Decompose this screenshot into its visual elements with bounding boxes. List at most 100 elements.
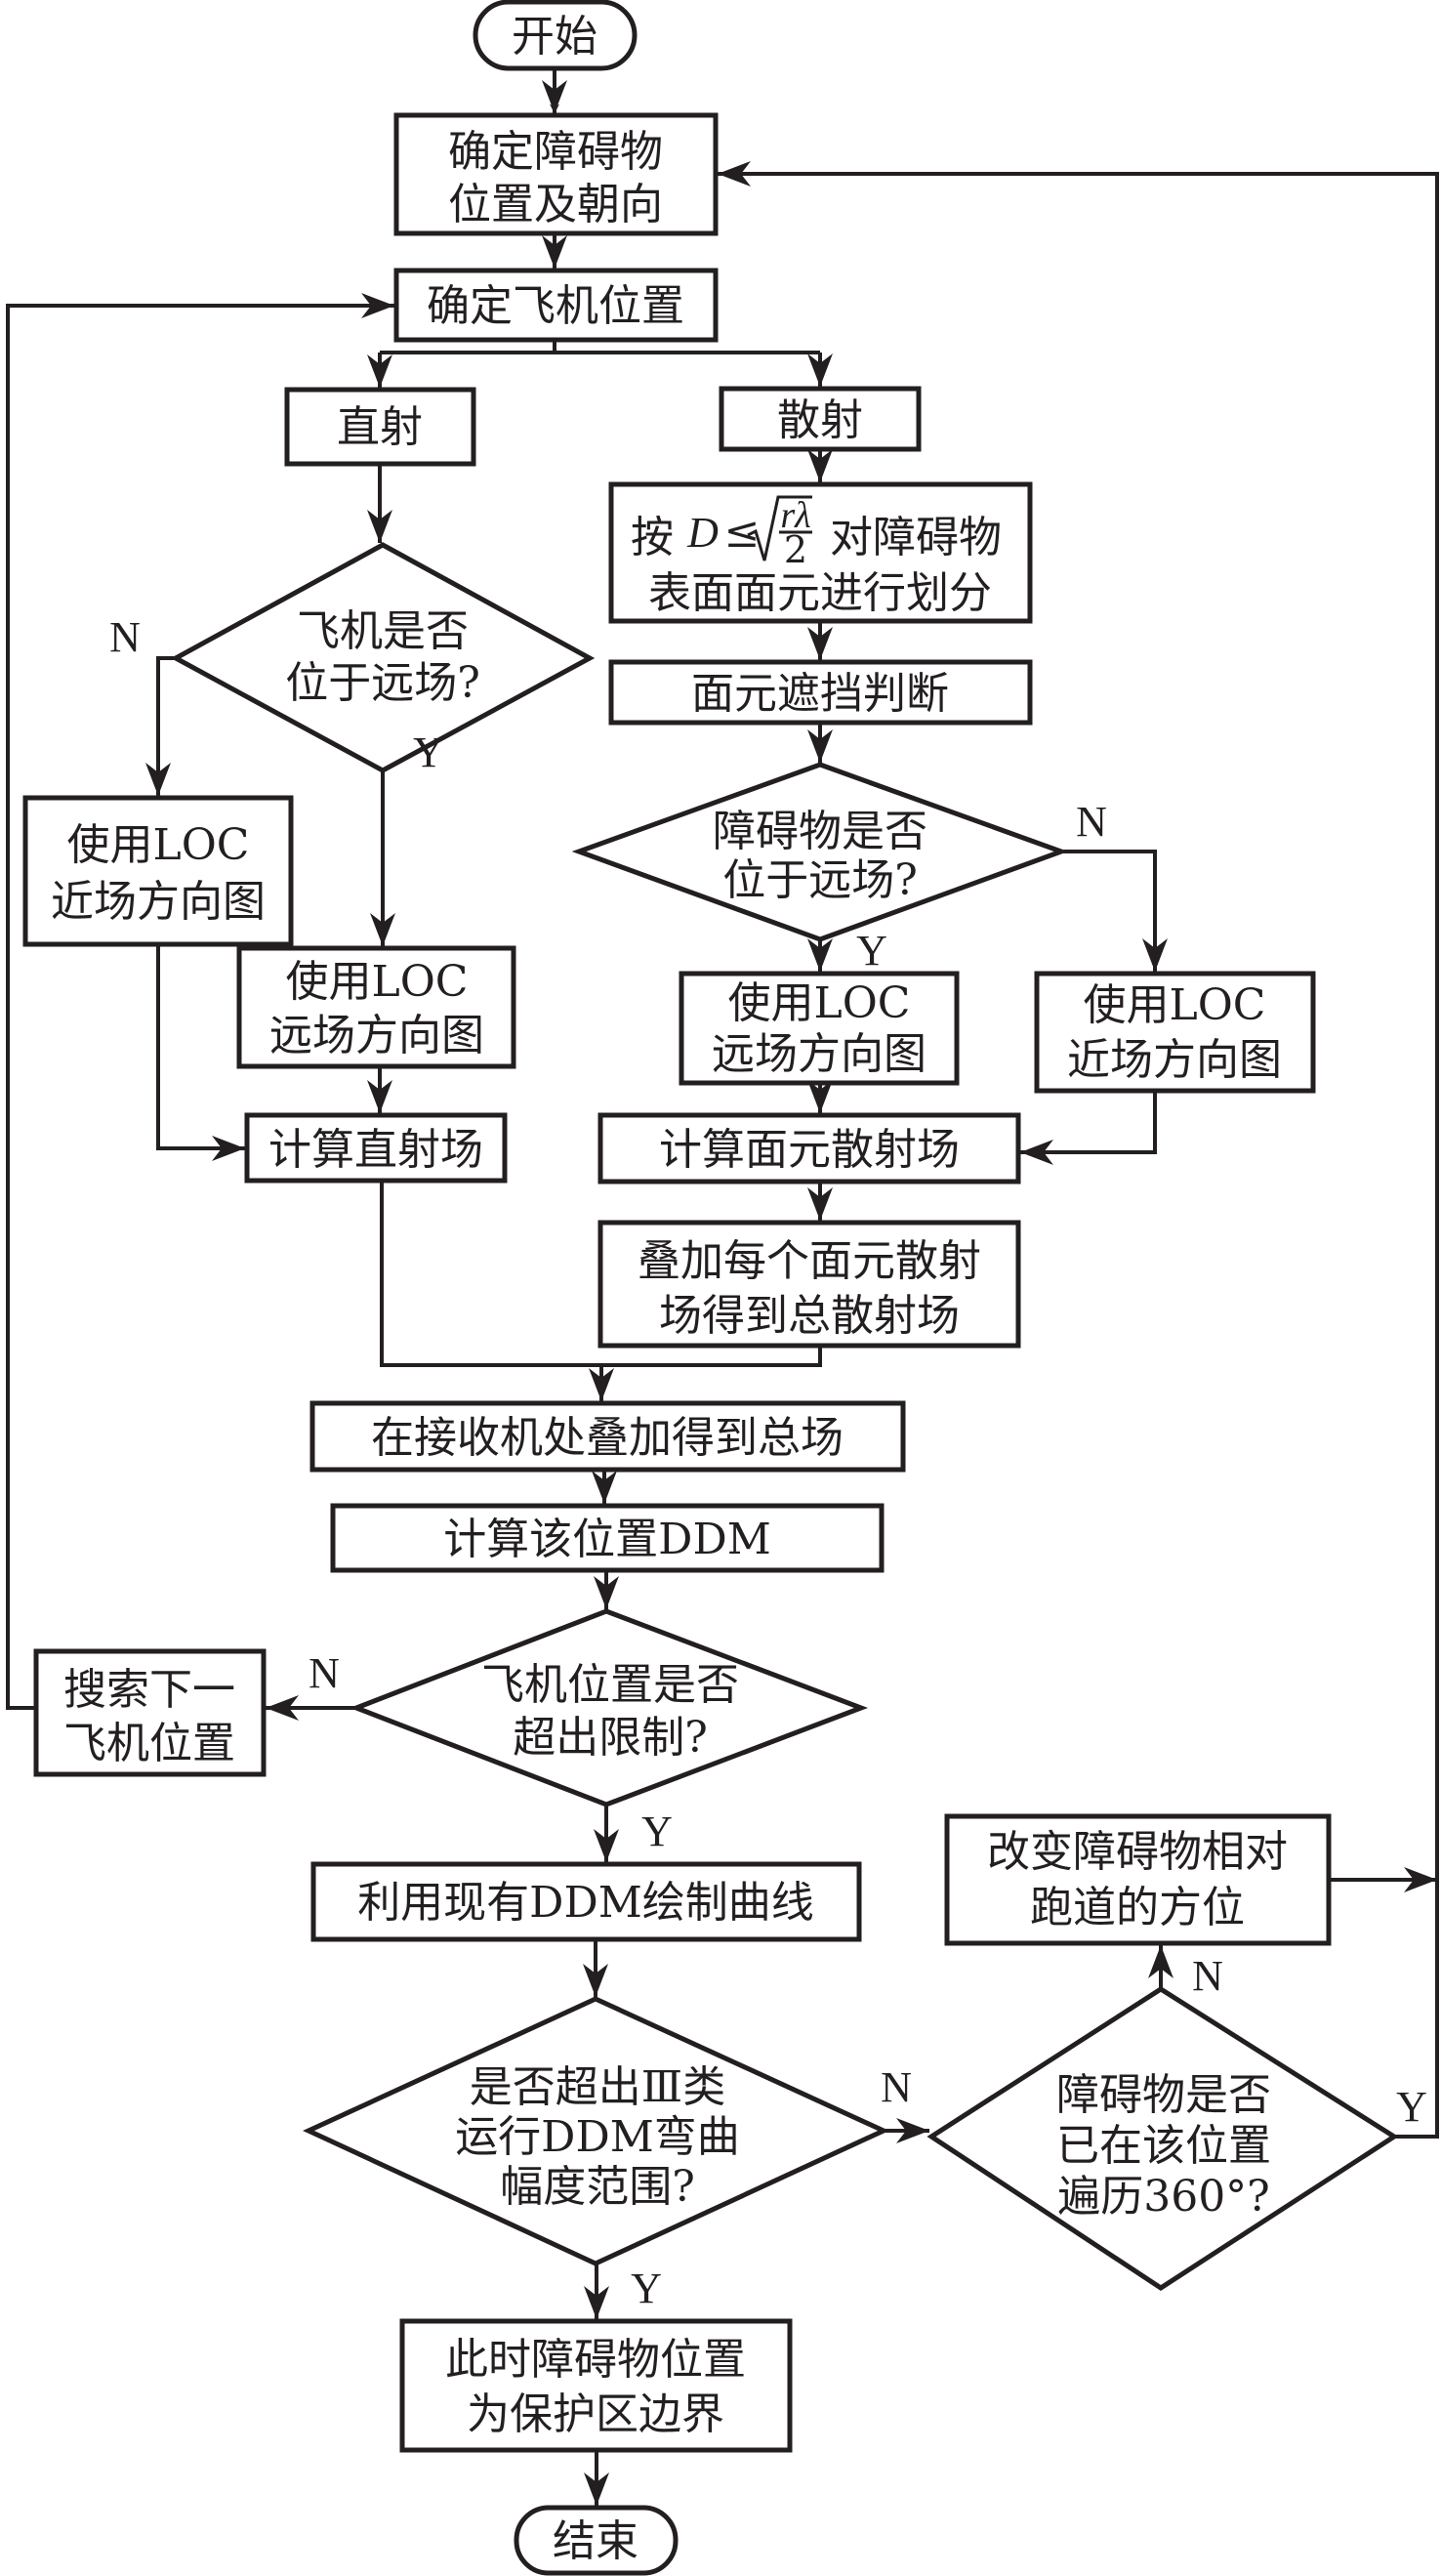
node-traversed-360[interactable]: 障碍物是否 已在该位置 遍历360°? xyxy=(926,1986,1399,2291)
process-box xyxy=(244,1112,508,1184)
process-box xyxy=(22,795,294,947)
arrowhead-icon xyxy=(584,2472,609,2506)
label-obstacle-far-yes: Y xyxy=(856,927,887,975)
label-aircraft-far-yes: Y xyxy=(413,728,444,776)
node-start[interactable]: 开始 xyxy=(473,0,638,71)
arrowhead-icon xyxy=(266,1695,299,1721)
arrowheads xyxy=(145,80,1437,2506)
edge-aircraft-far-no xyxy=(156,656,176,796)
label-obstacle-far-no: N xyxy=(1076,798,1107,846)
node-label-line: 叠加每个面元散射 xyxy=(638,1236,981,1286)
node-total-field[interactable]: 在接收机处叠加得到总场 xyxy=(309,1400,906,1473)
node-compute-ddm[interactable]: 计算该位置DDM xyxy=(330,1503,885,1573)
node-label-line: 确定障碍物 xyxy=(448,127,663,177)
arrowhead-icon xyxy=(367,1080,392,1113)
node-scatter-far-pattern[interactable]: 使用LOC 远场方向图 xyxy=(679,971,960,1086)
node-scatter[interactable]: 散射 xyxy=(719,386,922,452)
formula-suffix: 对障碍物 xyxy=(830,513,1002,562)
edge-split xyxy=(378,340,822,388)
formula-prefix: 按 xyxy=(631,513,674,562)
process-box xyxy=(310,1861,862,1942)
arrowhead-icon xyxy=(361,293,394,318)
node-label-line: 近场方向图 xyxy=(1067,1035,1282,1085)
arrowhead-icon xyxy=(1142,938,1168,972)
process-box xyxy=(393,112,719,236)
node-scatter-near-pattern[interactable]: 使用LOC 近场方向图 xyxy=(1034,971,1316,1094)
decision-diamond xyxy=(350,1608,869,1807)
node-exceed-cat3[interactable]: 是否超出Ⅲ类 运行DDM弯曲 幅度范围? xyxy=(303,1996,889,2266)
arrowhead-icon xyxy=(718,161,751,187)
arrowhead-icon xyxy=(370,913,395,946)
node-direct-far-pattern[interactable]: 使用LOC 远场方向图 xyxy=(236,945,516,1069)
node-label-line: 在接收机处叠加得到总场 xyxy=(371,1413,844,1463)
arrowhead-icon xyxy=(145,763,171,796)
node-compute-facet-scatter[interactable]: 计算面元散射场 xyxy=(597,1112,1021,1184)
formula-denominator: 2 xyxy=(784,528,807,571)
node-sum-scatter[interactable]: 叠加每个面元散射 场得到总散射场 xyxy=(597,1220,1021,1349)
node-aircraft-far-field[interactable]: 飞机是否 位于远场? xyxy=(170,542,596,773)
nodes: 开始 确定障碍物 位置及朝向 确定飞机位置 直射 散射 飞机是否 位于远场? xyxy=(22,0,1399,2576)
start-terminal xyxy=(473,0,638,71)
decision-diamond xyxy=(926,1986,1399,2291)
process-box xyxy=(309,1400,906,1473)
node-label-line: 使用LOC xyxy=(286,957,469,1007)
node-label-line: 使用LOC xyxy=(1084,980,1266,1030)
node-direct[interactable]: 直射 xyxy=(284,387,476,467)
node-label-line: 运行DDM弯曲 xyxy=(455,2112,740,2162)
branch-labels: N Y N Y N Y N Y N Y xyxy=(109,613,1427,2312)
node-label-line: 使用LOC xyxy=(728,978,911,1028)
node-determine-obstacle[interactable]: 确定障碍物 位置及朝向 xyxy=(393,112,719,236)
node-label-line: 是否超出Ⅲ类 xyxy=(470,2062,725,2112)
arrowhead-icon xyxy=(594,1576,619,1609)
node-label-line: 幅度范围? xyxy=(500,2162,695,2212)
node-determine-aircraft[interactable]: 确定飞机位置 xyxy=(393,268,719,343)
process-box xyxy=(597,1220,1021,1349)
process-box xyxy=(608,659,1033,726)
node-label-line: 近场方向图 xyxy=(51,877,266,927)
node-obstacle-far-field[interactable]: 障碍物是否 位于远场? xyxy=(571,762,1069,942)
node-label-line: 飞机是否 xyxy=(297,606,469,656)
node-aircraft-limit[interactable]: 飞机位置是否 超出限制? xyxy=(350,1608,869,1807)
label-aircraft-far-no: N xyxy=(109,613,141,661)
start-label: 开始 xyxy=(512,12,597,62)
node-facet-occlusion[interactable]: 面元遮挡判断 xyxy=(608,659,1033,726)
arrowhead-icon xyxy=(542,80,567,113)
node-end[interactable]: 结束 xyxy=(514,2505,679,2576)
label-traversed-360-yes: Y xyxy=(1396,2083,1427,2131)
decision-diamond xyxy=(303,1996,889,2266)
arrowhead-icon xyxy=(592,1471,617,1504)
arrowhead-icon xyxy=(367,354,392,388)
node-compute-direct[interactable]: 计算直射场 xyxy=(244,1112,508,1184)
formula-lhs: D xyxy=(686,509,719,557)
label-exceed-cat3-no: N xyxy=(881,2063,912,2111)
sqrt-sign xyxy=(747,495,812,561)
node-label-line: 改变障碍物相对 xyxy=(987,1827,1288,1877)
arrowhead-icon xyxy=(542,235,567,269)
node-label-line: 飞机位置是否 xyxy=(481,1660,739,1710)
node-boundary[interactable]: 此时障碍物位置 为保护区边界 xyxy=(399,2318,793,2453)
node-label-line: 利用现有DDM绘制曲线 xyxy=(357,1878,814,1928)
node-label-line: 位置及朝向 xyxy=(448,180,663,229)
process-box xyxy=(236,945,516,1069)
arrowhead-icon xyxy=(807,449,833,482)
node-divide-facets[interactable]: 按 D ≤ rλ 2 对障碍物 表面面元进行划分 xyxy=(608,481,1033,624)
node-label-line: 为保护区边界 xyxy=(467,2389,724,2439)
node-next-aircraft[interactable]: 搜索下一 飞机位置 xyxy=(33,1648,267,1777)
decision-diamond xyxy=(571,762,1069,942)
node-label-line: 散射 xyxy=(777,395,863,445)
arrowhead-icon xyxy=(807,1187,833,1221)
node-change-azimuth[interactable]: 改变障碍物相对 跑道的方位 xyxy=(944,1813,1332,1946)
arrowhead-icon xyxy=(896,2118,929,2143)
node-label-line: 表面面元进行划分 xyxy=(648,568,992,618)
node-direct-near-pattern[interactable]: 使用LOC 近场方向图 xyxy=(22,795,294,947)
node-label-line: 遍历360°? xyxy=(1057,2172,1270,2222)
node-plot-ddm[interactable]: 利用现有DDM绘制曲线 xyxy=(310,1861,862,1942)
arrowhead-icon xyxy=(1020,1140,1053,1165)
process-box xyxy=(284,387,476,467)
edge-obstacle-far-no xyxy=(1061,850,1157,972)
node-label-line: 已在该位置 xyxy=(1056,2121,1271,2171)
arrowhead-icon xyxy=(807,353,833,387)
arrowhead-icon xyxy=(584,2286,609,2319)
process-box xyxy=(944,1813,1332,1946)
